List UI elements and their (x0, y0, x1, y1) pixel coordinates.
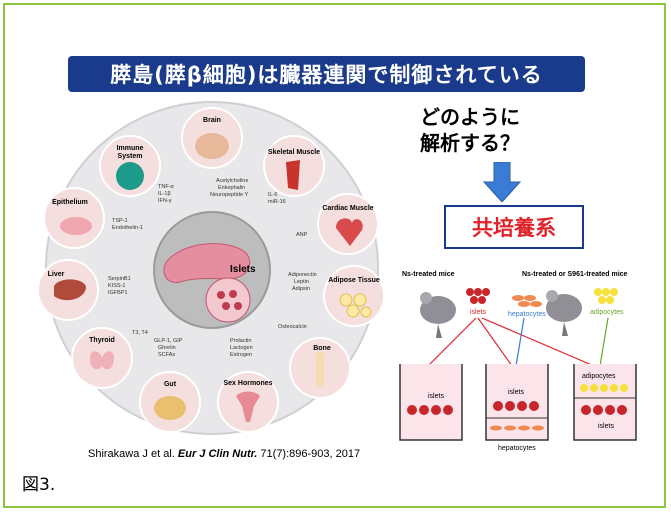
adipocytes-cluster (594, 288, 618, 304)
svg-text:Immune: Immune (117, 145, 144, 152)
citation-journal: Eur J Clin Nutr. (177, 448, 258, 460)
islets-label: Islets (230, 264, 256, 275)
organ-brain: Brain (181, 107, 243, 169)
svg-text:SCFAs: SCFAs (158, 352, 175, 358)
svg-text:islets: islets (508, 389, 524, 396)
question-line-2: 解析する？ (420, 131, 520, 155)
svg-text:Brain: Brain (203, 117, 221, 124)
question-line-1: どのように (420, 105, 520, 129)
svg-text:KISS-1: KISS-1 (108, 283, 125, 289)
organ-thyroid: Thyroid (71, 327, 133, 389)
adipocytes-label: adipocytes (590, 309, 624, 316)
mouse2-label: Ns-treated or S961-treated mice (522, 271, 628, 278)
svg-text:T3, T4: T3, T4 (132, 330, 148, 336)
down-arrow-icon (482, 162, 522, 202)
mouse1-label: Ns-treated mice (402, 271, 455, 278)
svg-text:Liver: Liver (48, 271, 65, 278)
svg-text:System: System (118, 153, 143, 160)
figure-label: 図3. (22, 475, 56, 495)
svg-text:Cardiac Muscle: Cardiac Muscle (322, 205, 373, 212)
organ-adipose-tissue: Adipose Tissue (323, 265, 385, 327)
red-islets-cluster (466, 288, 490, 304)
well-1: islets (399, 364, 463, 441)
citation-prefix: Shirakawa J et al. (88, 448, 175, 460)
organ-bone: Bone (289, 337, 351, 399)
svg-text:Estrogen: Estrogen (230, 352, 252, 358)
organ-liver: Liver (37, 259, 99, 321)
svg-text:islets: islets (598, 423, 614, 430)
svg-text:Neuropeptide Y: Neuropeptide Y (210, 192, 248, 198)
citation: Shirakawa J et al. Eur J Clin Nutr. 71(7… (88, 448, 360, 460)
islets-red-label: islets (470, 309, 486, 316)
svg-text:Adipsin: Adipsin (292, 286, 310, 292)
svg-text:Osteocalcin: Osteocalcin (278, 324, 307, 330)
svg-text:Thyroid: Thyroid (89, 337, 115, 344)
svg-text:GLP-1, GIP: GLP-1, GIP (154, 338, 183, 344)
svg-text:Gut: Gut (164, 381, 177, 388)
svg-text:IGFBP1: IGFBP1 (108, 290, 128, 296)
svg-text:Adipose Tissue: Adipose Tissue (328, 277, 380, 284)
well2-bottom-label: hepatocytes (498, 445, 536, 452)
svg-text:ANP: ANP (296, 232, 308, 238)
svg-text:Skeletal Muscle: Skeletal Muscle (268, 149, 320, 156)
citation-suffix: 71(7):896-903, 2017 (257, 448, 361, 460)
pancreas-shape (163, 243, 251, 284)
svg-text:TNF-α: TNF-α (158, 184, 175, 190)
hepatocytes-label: hepatocytes (508, 311, 546, 318)
svg-text:Adiponectin: Adiponectin (288, 272, 317, 278)
svg-text:Sex Hormones: Sex Hormones (223, 380, 272, 387)
organ-immune-system: Immune System (99, 135, 161, 197)
well-2: islets (485, 364, 549, 441)
islet-cells-shape (205, 277, 251, 323)
svg-text:Endothelin-1: Endothelin-1 (112, 225, 143, 231)
hepatocytes-cluster (512, 295, 542, 307)
svg-text:Prolactin: Prolactin (230, 338, 251, 344)
organ-crosstalk-diagram: Islets Brain Immune System Skeletal Musc… (37, 101, 385, 435)
svg-text:islets: islets (428, 393, 444, 400)
svg-text:IL-6: IL-6 (268, 192, 277, 198)
mouse-icon-2 (546, 290, 582, 336)
svg-text:Acetylcholine: Acetylcholine (216, 178, 248, 184)
organ-gut: Gut (139, 371, 201, 433)
well-3: adipocytes islets (573, 364, 637, 441)
svg-text:Bone: Bone (313, 345, 331, 352)
svg-text:IL-1β: IL-1β (158, 191, 171, 197)
svg-text:Lactogen: Lactogen (230, 345, 253, 351)
organ-sex-hormones: Sex Hormones (217, 371, 279, 433)
mouse-icon (420, 292, 456, 338)
svg-text:Leptin: Leptin (294, 279, 309, 285)
svg-text:IFN-γ: IFN-γ (158, 198, 172, 204)
coculture-box: 共培養系 (444, 205, 584, 249)
title-banner: 膵島(膵β細胞)は臓器連関で制御されている (68, 56, 585, 92)
svg-text:SerpinB1: SerpinB1 (108, 276, 131, 282)
svg-text:Epithelium: Epithelium (52, 199, 88, 206)
organ-epithelium: Epithelium (43, 187, 105, 249)
organ-skeletal-muscle: Skeletal Muscle (263, 135, 325, 197)
svg-text:miR-16: miR-16 (268, 199, 286, 205)
organ-cardiac-muscle: Cardiac Muscle (317, 193, 379, 255)
coculture-experiment-diagram: Ns-treated mice Ns-treated or S961-treat… (399, 271, 637, 452)
svg-text:Enkephalin: Enkephalin (218, 185, 245, 191)
svg-text:Ghrelin: Ghrelin (158, 345, 176, 351)
svg-text:adipocytes: adipocytes (582, 373, 616, 380)
svg-text:TSP-1: TSP-1 (112, 218, 128, 224)
question-text: どのように 解析する？ (420, 104, 580, 156)
